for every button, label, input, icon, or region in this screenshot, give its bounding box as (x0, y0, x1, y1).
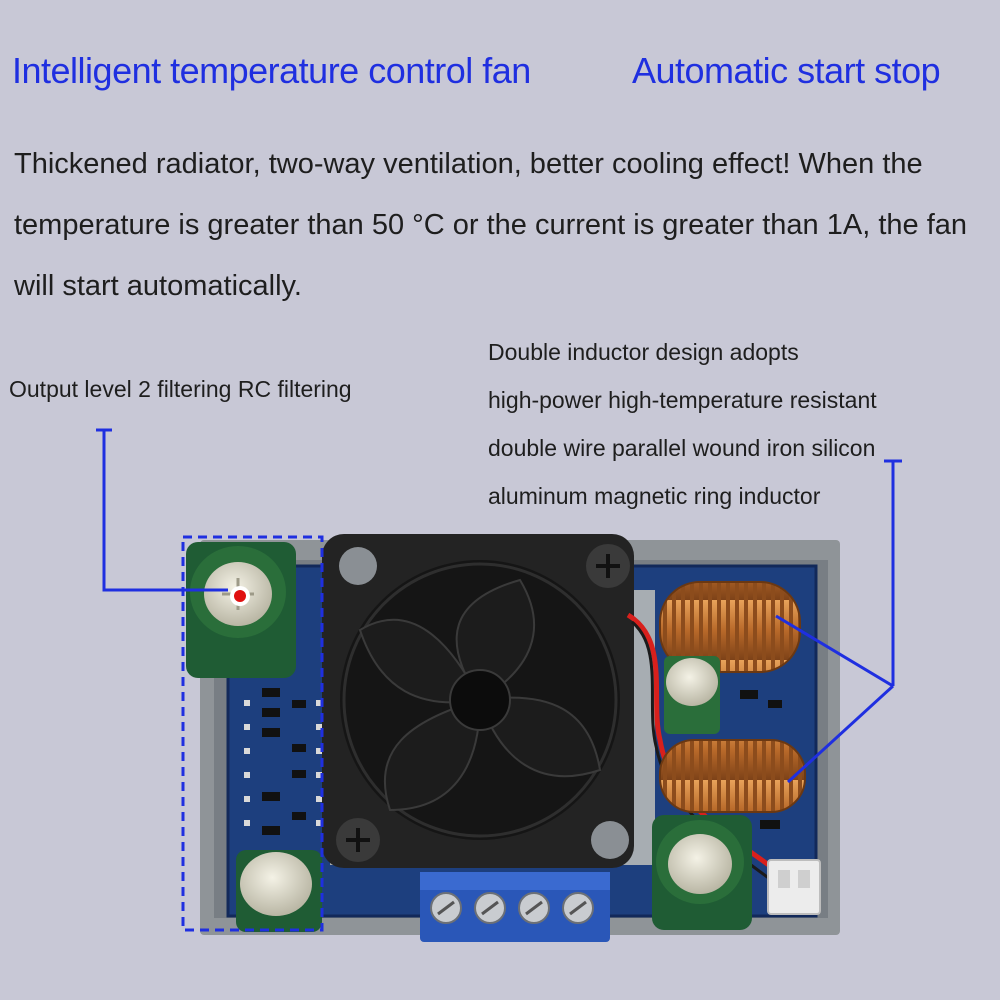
toroid-inductor-top (659, 581, 801, 673)
fan-screw-hole-icon (339, 547, 377, 585)
target-dot-icon (234, 590, 246, 602)
fan-screw-hole-icon (591, 821, 629, 859)
rc-filter-callout: Output level 2 filtering RC filtering (9, 376, 352, 402)
toroid-inductor-bottom (659, 739, 806, 813)
output-capacitor-top (186, 542, 296, 678)
inductor-callout-line-4: aluminum magnetic ring inductor (488, 483, 821, 509)
inductor-callout-line-2: high-power high-temperature resistant (488, 387, 877, 413)
description-paragraph: Thickened radiator, two-way ventilation,… (14, 148, 968, 302)
cooling-fan (322, 534, 634, 868)
small-capacitor (664, 656, 720, 734)
auto-start-heading: Automatic start stop (632, 50, 941, 91)
left-callout-line (96, 428, 228, 592)
inductor-callout: Double inductor design adopts high-power… (488, 328, 968, 520)
pcb-pins (244, 700, 322, 826)
inductor-callout-line-3: double wire parallel wound iron silicon (488, 435, 876, 461)
input-capacitor (652, 815, 752, 930)
screw-terminal-block (420, 872, 610, 942)
pcb-components (262, 688, 782, 835)
fan-hub (450, 670, 510, 730)
fan-blades (358, 578, 602, 812)
fan-connector (767, 859, 821, 915)
right-callout-line (775, 459, 902, 784)
rc-filter-highlight-box (181, 535, 324, 932)
output-capacitor-bottom (236, 850, 322, 932)
inductor-callout-line-1: Double inductor design adopts (488, 339, 799, 365)
fan-feature-heading: Intelligent temperature control fan (12, 50, 531, 91)
